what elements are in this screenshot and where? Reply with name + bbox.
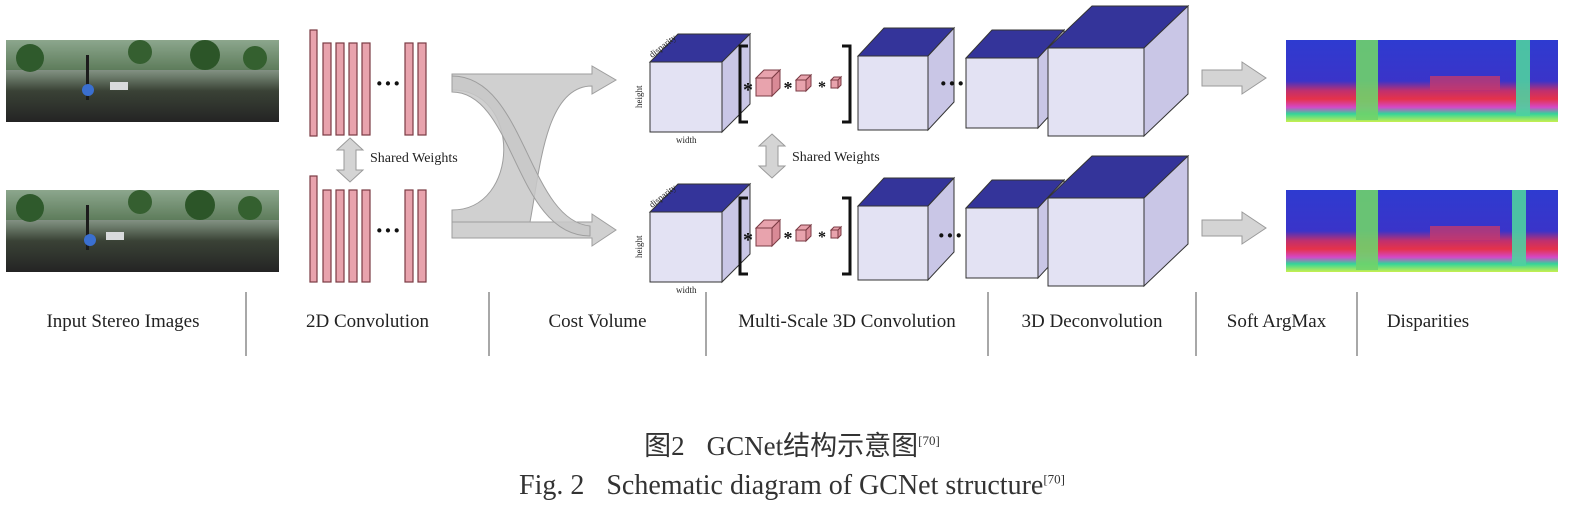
caption-cn-fig-number: 图2 [644,431,685,461]
shared-weights-label-2d: Shared Weights [370,151,458,166]
axis-label-height-top: height [634,85,644,108]
bracket-right-top [842,44,852,124]
cost-volume-cube-bottom [648,182,752,284]
conv2d-stack-top [309,29,427,137]
caption-en-text: Schematic diagram of GCNet structure [606,470,1044,501]
figure-caption-english: Fig. 2 Schematic diagram of GCNet structu… [0,470,1584,502]
conv-op-top-2: * [784,78,793,98]
stage-label-2d-conv: 2D Convolution [306,311,429,332]
caption-cn-ref: [70] [918,433,940,448]
volume-ellipsis-top: ··· [939,69,965,98]
input-image-right [6,190,279,272]
axis-label-width-top: width [676,135,697,145]
shared-weights-label-3d: Shared Weights [792,150,880,165]
conv-op-top-1: * [743,79,753,101]
conv2d-ellipsis-top: ··· [375,69,401,98]
conv2d-stack-bottom [309,175,427,283]
cost-volume-cube-top [648,32,752,134]
deconv-cube-top-2 [1046,4,1190,138]
caption-en-fig-number: Fig. 2 [519,470,585,501]
feature-cube-bottom-1 [856,176,956,282]
figure-caption-chinese: 图2 GCNet结构示意图[70] [0,424,1584,463]
kernel-cube-top-medium [794,73,813,93]
disparity-map-top [1286,40,1558,122]
stage-separators [245,292,1358,356]
shared-weights-arrow-3d [757,133,787,179]
cost-volume-arrows [451,65,617,247]
caption-en-ref: [70] [1043,471,1065,487]
kernel-cube-bottom-small [829,225,843,240]
gcnet-diagram: ··· ··· Shared Weights disparity height … [6,4,1558,356]
conv2d-ellipsis-bottom: ··· [375,216,401,245]
caption-cn-text: GCNet结构示意图 [706,431,919,461]
shared-weights-arrow-2d [335,137,365,183]
axis-label-width-bottom: width [676,285,697,295]
feature-cube-top-1 [856,26,956,132]
conv-op-bottom-1: * [743,229,753,251]
bracket-left-bottom [738,196,748,276]
axis-label-height-bottom: height [634,235,644,258]
stage-label-disparities: Disparities [1386,311,1470,332]
conv-op-bottom-3: * [818,229,826,246]
soft-argmax-arrow-bottom [1201,211,1267,245]
kernel-cube-bottom-medium [794,223,813,243]
disparity-map-bottom [1286,190,1558,272]
kernel-cube-bottom-large [754,218,782,248]
kernel-cube-top-large [754,68,782,98]
input-image-left [6,40,279,122]
stage-label-soft-argmax: Soft ArgMax [1226,311,1327,332]
stage-label-input: Input Stereo Images [46,311,200,332]
soft-argmax-arrow-top [1201,61,1267,95]
conv-op-bottom-2: * [784,228,793,248]
stage-label-3d-deconv: 3D Deconvolution [1021,311,1163,332]
stage-label-cost-volume: Cost Volume [548,311,647,332]
conv-op-top-3: * [818,79,826,96]
bracket-left-top [738,44,748,124]
volume-ellipsis-bottom: ··· [937,221,963,250]
deconv-cube-bottom-2 [1046,154,1190,288]
stage-label-3d-conv: Multi-Scale 3D Convolution [738,311,956,332]
bracket-right-bottom [842,196,852,276]
kernel-cube-top-small [829,75,843,90]
